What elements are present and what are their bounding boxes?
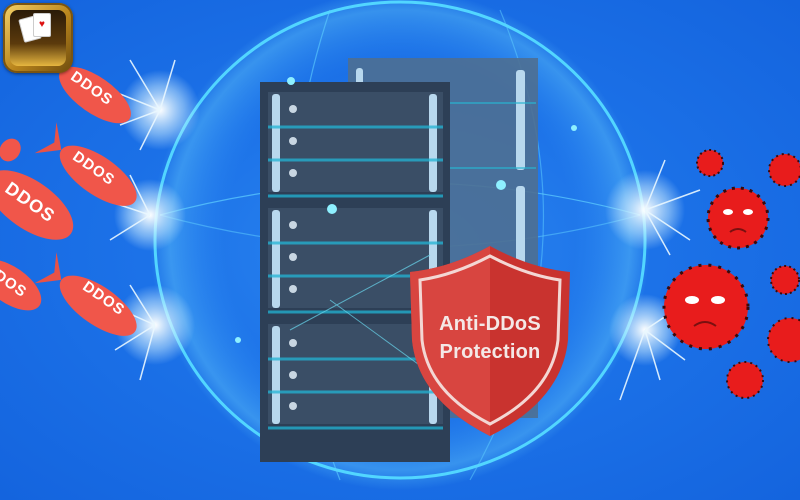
ddos-missiles [0,66,137,336]
app-logo: ♥ [3,3,73,73]
shield-line-1: Anti-DDoS [439,313,541,335]
virus-icon [662,149,800,399]
shield-line-2: Protection [439,341,541,363]
impact-burst-right [605,159,701,401]
server-rack-front [260,82,450,462]
shield-label: Anti-DDoS Protection [420,310,560,366]
virus-swarm [662,149,800,399]
network-nodes [235,77,577,343]
shield-icon [410,246,570,436]
playing-card-icon: ♥ [33,13,51,37]
impact-burst-left [104,59,200,381]
